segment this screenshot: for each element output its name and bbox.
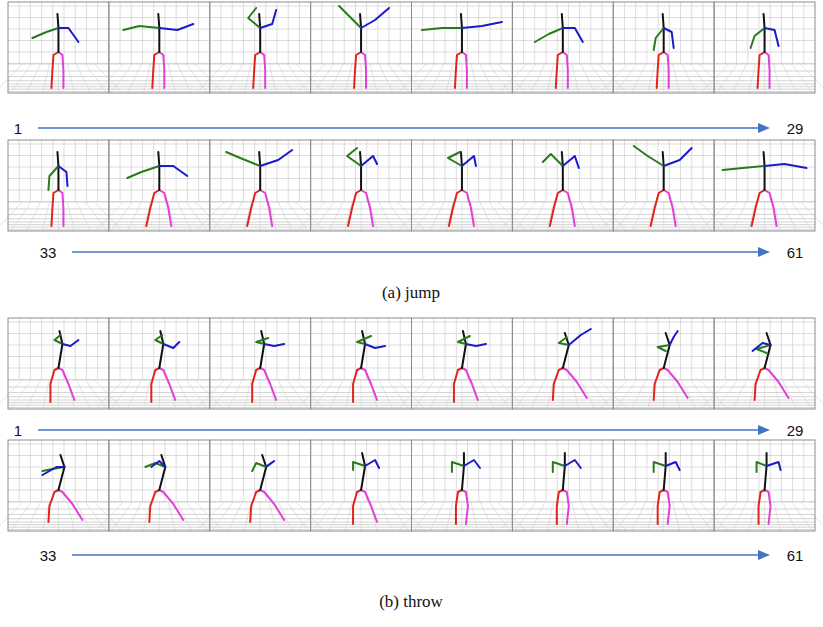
stick-figure <box>654 331 688 400</box>
stick-figure <box>127 152 187 226</box>
stick-figure <box>753 333 789 400</box>
stick-figure <box>347 148 377 226</box>
frame-number: 61 <box>787 244 804 261</box>
grid-panel <box>398 440 526 531</box>
stick-figure <box>252 331 284 402</box>
stick-figure <box>448 152 476 226</box>
frame-number: 29 <box>787 120 804 137</box>
stick-figure <box>353 453 379 524</box>
frame-number: 33 <box>40 244 57 261</box>
stick-figure <box>48 152 67 226</box>
stick-figure <box>553 329 591 400</box>
stick-figure <box>634 146 692 226</box>
grid-panel <box>196 2 324 93</box>
timeline-arrow <box>38 123 770 133</box>
grid-panel <box>600 318 728 409</box>
stick-figure <box>50 331 78 402</box>
grid-panel <box>499 2 627 93</box>
timeline-arrow <box>72 550 770 560</box>
frame-number: 1 <box>14 120 22 137</box>
grid-panel <box>0 2 122 93</box>
frame-number: 33 <box>40 547 57 564</box>
grid-panel <box>196 140 324 231</box>
stick-figure <box>145 455 183 522</box>
grid-panel <box>600 440 728 531</box>
frame-number: 1 <box>14 422 22 439</box>
grid-panel <box>600 140 728 231</box>
stick-figure <box>723 152 807 226</box>
grid-panel <box>499 440 627 531</box>
grid-panel <box>297 140 425 231</box>
grid-panel <box>398 318 526 409</box>
timeline-arrow <box>38 425 770 435</box>
subfigure-caption: (a) jump <box>382 283 440 303</box>
grid-panel <box>499 318 627 409</box>
stick-figure <box>42 455 82 522</box>
stick-figure <box>339 6 389 88</box>
timeline-arrow <box>72 247 770 257</box>
stick-figure <box>248 8 276 88</box>
subfigure-caption: (b) throw <box>379 592 443 612</box>
grid-panel <box>398 2 526 93</box>
stick-figure <box>422 14 502 88</box>
grid-panel <box>701 440 823 531</box>
stick-figure <box>654 453 680 524</box>
stick-figure <box>123 14 193 88</box>
grid-panel <box>701 140 823 231</box>
grid-panel <box>0 318 122 409</box>
grid-panel <box>95 318 223 409</box>
grid-panel <box>0 440 122 531</box>
stick-figure <box>32 14 78 88</box>
grid-panel <box>95 440 223 531</box>
stick-figure <box>553 453 581 524</box>
stick-figure <box>535 14 583 88</box>
frame-number: 61 <box>787 547 804 564</box>
stick-figure <box>353 331 385 402</box>
stick-figure <box>226 150 292 226</box>
grid-panel <box>398 140 526 231</box>
stick-figure <box>250 455 284 522</box>
grid-panel <box>297 440 425 531</box>
grid-panel <box>0 140 122 231</box>
grid-panel <box>701 318 823 409</box>
stick-figure <box>452 453 480 524</box>
stick-figure <box>654 14 674 88</box>
stick-figure <box>543 152 579 226</box>
grid-panel <box>95 140 223 231</box>
stick-figure <box>751 14 779 88</box>
grid-panel <box>499 140 627 231</box>
stick-figure <box>454 331 486 402</box>
grid-panel <box>297 318 425 409</box>
grid-panel <box>196 318 324 409</box>
grid-panel <box>95 2 223 93</box>
stick-figure <box>151 331 179 402</box>
stick-figure <box>757 453 781 524</box>
frame-number: 29 <box>787 422 804 439</box>
grid-panel <box>297 2 425 93</box>
grid-panel <box>701 2 823 93</box>
grid-panel <box>196 440 324 531</box>
grid-panel <box>600 2 728 93</box>
